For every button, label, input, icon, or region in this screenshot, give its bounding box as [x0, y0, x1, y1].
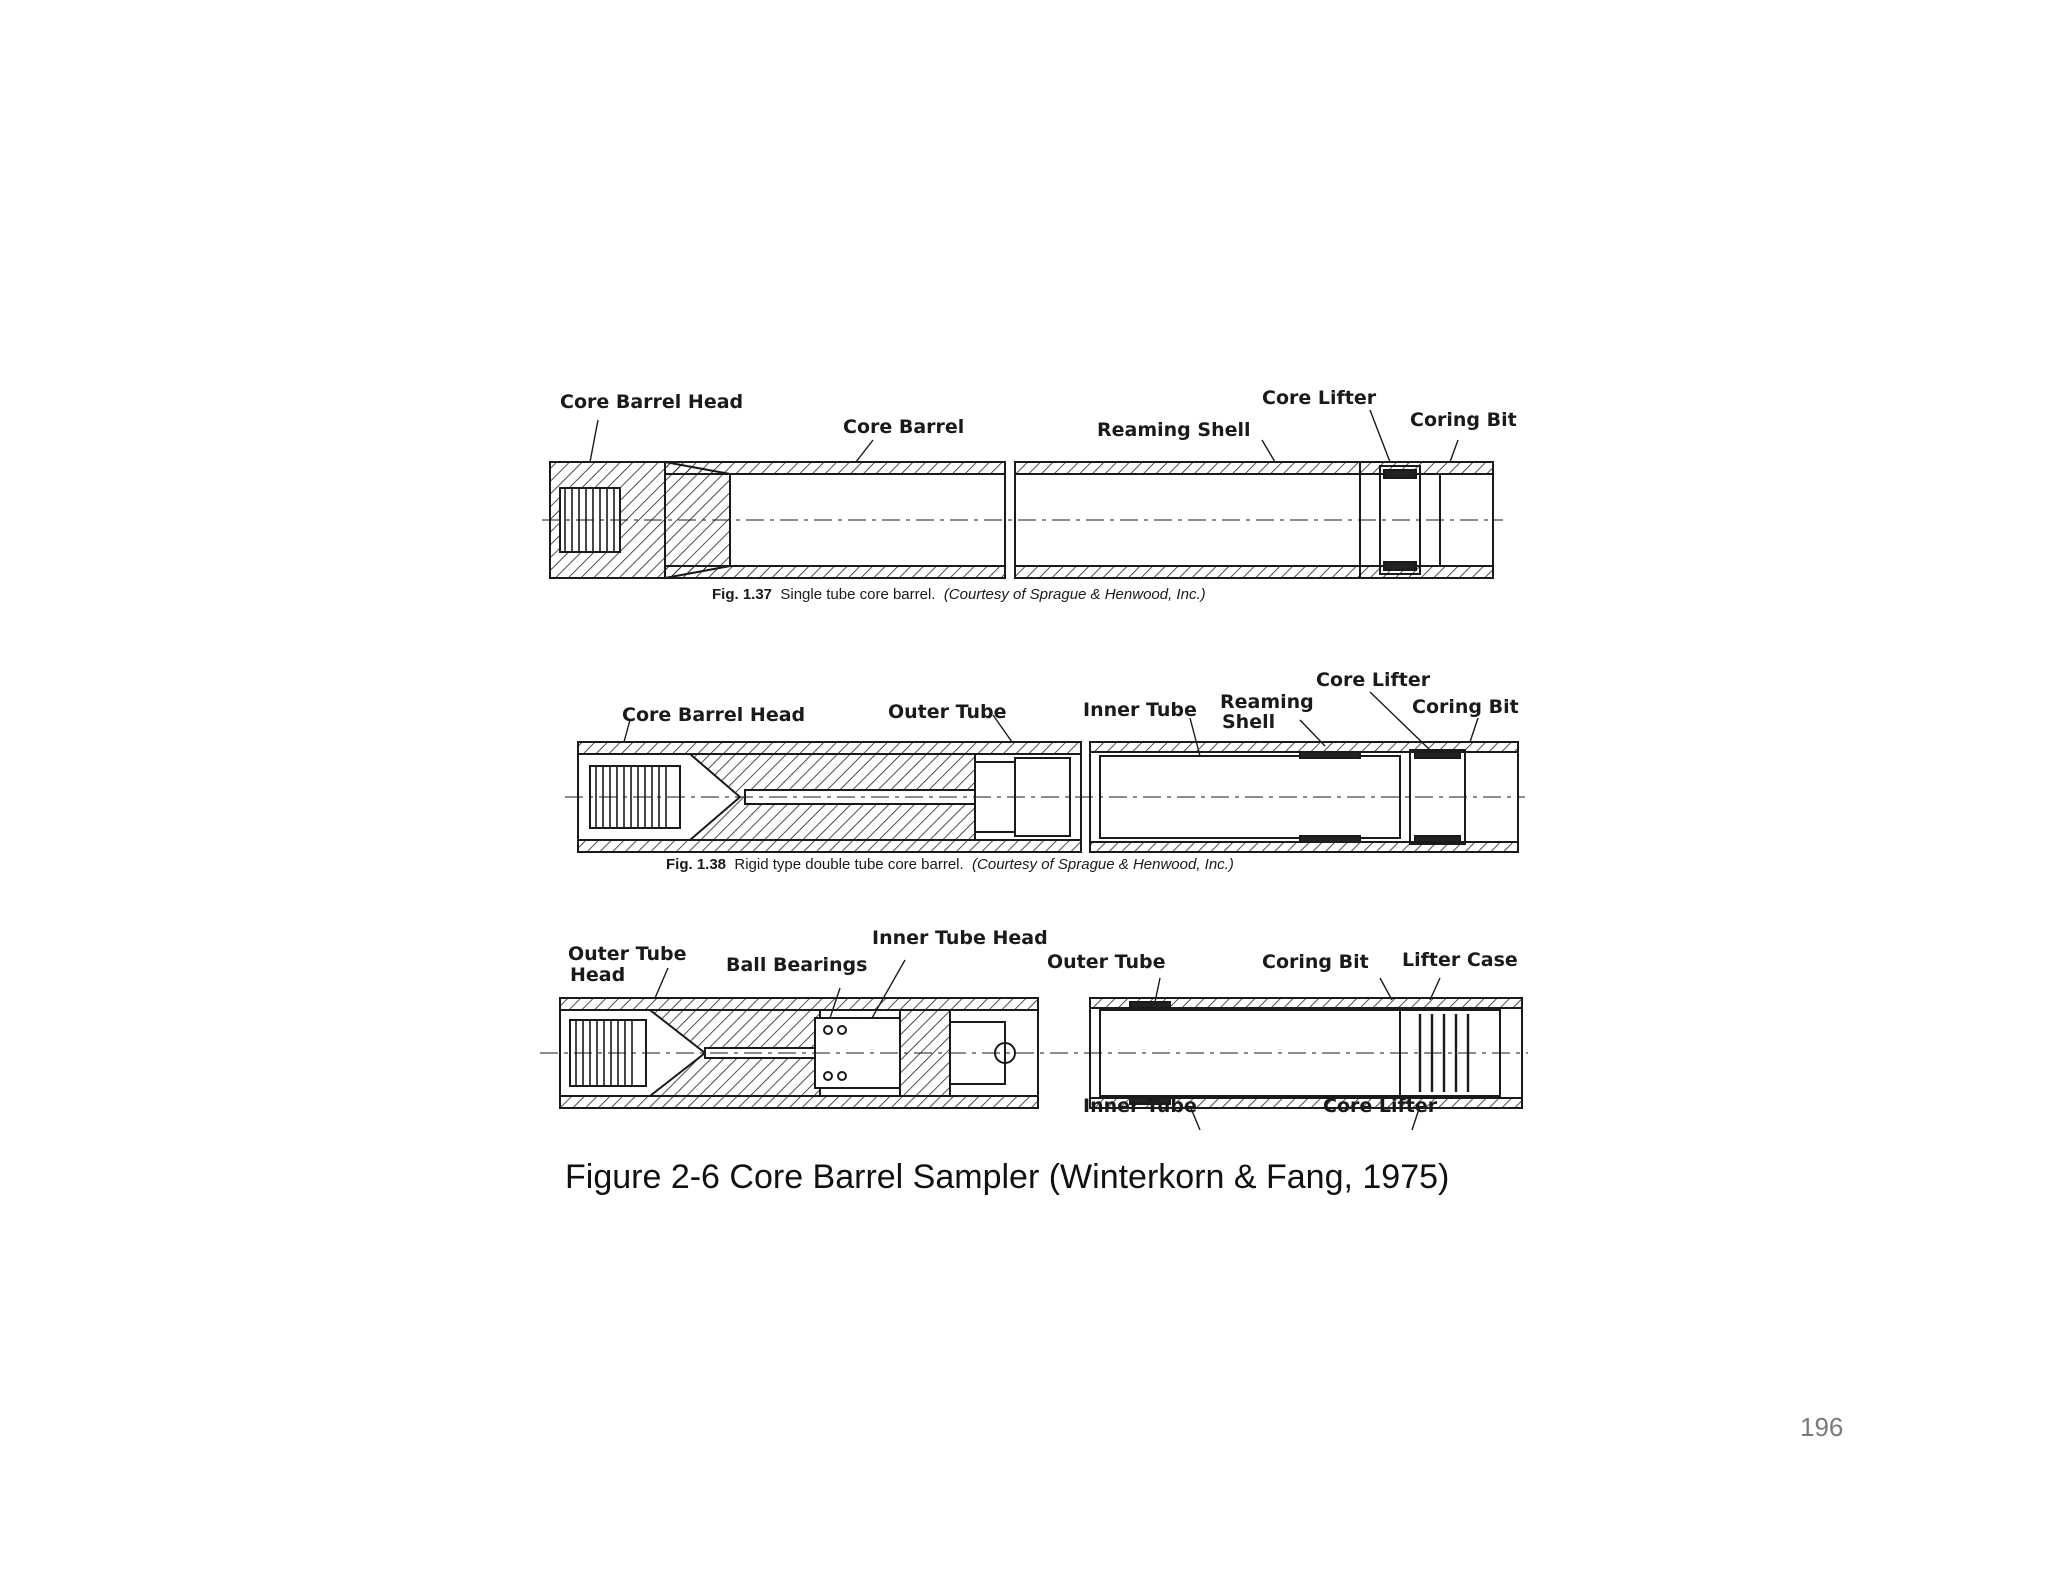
label-outer-tube: Outer Tube: [888, 701, 1007, 723]
label-inner-tube-head: Inner Tube Head: [872, 927, 1048, 949]
label-inner-tube: Inner Tube: [1083, 699, 1197, 721]
label-core-barrel: Core Barrel: [843, 416, 965, 438]
label-reaming-shell: Reaming Shell: [1097, 419, 1251, 441]
caption-text: Rigid type double tube core barrel.: [734, 856, 964, 873]
label-reaming: Reaming: [1220, 691, 1314, 713]
caption-credit: (Courtesy of Sprague & Henwood, Inc.): [943, 586, 1206, 603]
caption-credit: (Courtesy of Sprague & Henwood, Inc.): [972, 856, 1234, 873]
label-core-barrel-head: Core Barrel Head: [622, 704, 806, 726]
label-core-barrel-head: Core Barrel Head: [560, 391, 744, 413]
label-outer-tube: Outer Tube: [1047, 951, 1166, 973]
label-shell: Shell: [1222, 711, 1276, 733]
label-coring-bit: Coring Bit: [1412, 696, 1519, 718]
rigid-double-tube-core-barrel: [565, 691, 1525, 853]
label-outer-tube-head-line2: Head: [570, 964, 626, 986]
label-core-lifter: Core Lifter: [1316, 669, 1431, 691]
caption-text: Single tube core barrel.: [780, 586, 936, 603]
single-tube-core-barrel: [542, 409, 1503, 580]
label-outer-tube-head: Outer Tube: [568, 943, 687, 965]
swivel-double-tube-core-barrel: [540, 959, 1528, 1131]
fig-1-37-caption: Fig. 1.37 Single tube core barrel. (Cour…: [712, 586, 1206, 603]
label-ball-bearings: Ball Bearings: [726, 954, 868, 976]
label-coring-bit: Coring Bit: [1262, 951, 1369, 973]
page-number: 196: [1800, 1412, 1844, 1442]
label-inner-tube: Inner Tube: [1083, 1095, 1197, 1117]
label-core-lifter: Core Lifter: [1323, 1095, 1438, 1117]
label-core-lifter: Core Lifter: [1262, 387, 1377, 409]
figure-caption: Figure 2-6 Core Barrel Sampler (Winterko…: [565, 1158, 1450, 1196]
caption-number: Fig. 1.38: [666, 856, 727, 873]
fig-1-38-caption: Fig. 1.38 Rigid type double tube core ba…: [666, 856, 1234, 873]
label-lifter-case: Lifter Case: [1402, 949, 1518, 971]
label-coring-bit: Coring Bit: [1410, 409, 1517, 431]
caption-number: Fig. 1.37: [712, 586, 773, 603]
